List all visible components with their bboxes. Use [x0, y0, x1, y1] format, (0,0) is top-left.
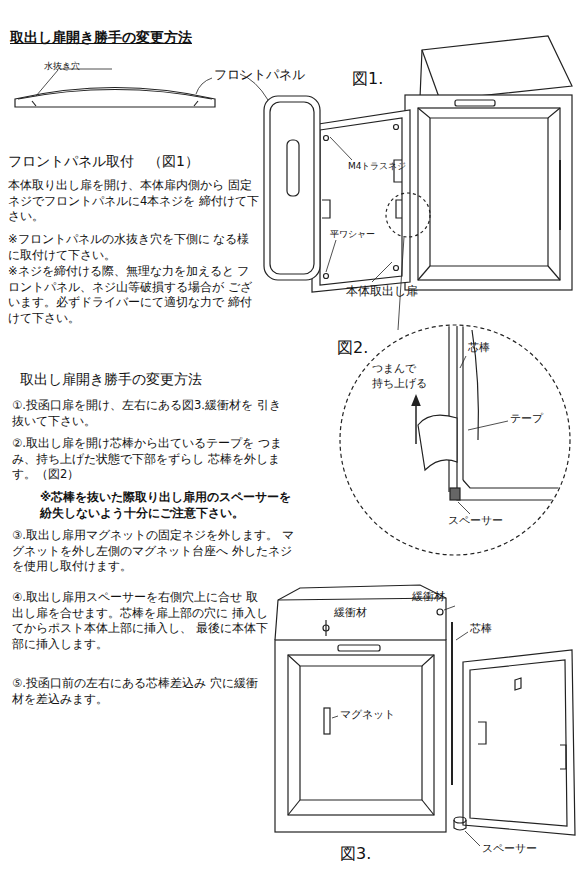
mailbox-figure-3 — [275, 585, 575, 846]
instruction-step: ⑤.投函口前の左右にある芯棒差込み 穴に緩衝材を差込みます。 — [12, 676, 268, 707]
callout-text: つまんで 持ち上げる — [372, 362, 430, 392]
figure-number: 図3. — [340, 843, 371, 865]
instruction-step: ①.投函口扉を開け、左右にある図3.緩衝材を 引き抜いて下さい。 — [12, 398, 284, 429]
part-label: M4トラスネジ — [348, 160, 407, 172]
figure-number: 図1. — [352, 68, 383, 90]
part-label: フロントパネル — [214, 66, 305, 84]
section-heading: 取出し扉開き勝手の変更方法 — [20, 370, 202, 389]
part-label: 芯棒 — [468, 341, 490, 356]
part-label: 緩衝材 — [334, 606, 367, 621]
instruction-step: ②.取出し扉を開け芯棒から出ているテープを つまみ、持ち上げた状態で下部をずらし… — [12, 436, 288, 483]
part-label: 本体取出し扉 — [346, 283, 418, 299]
part-label: 水抜き穴 — [44, 60, 80, 72]
section-heading: フロントパネル取付 （図1） — [8, 152, 199, 171]
page-title: 取出し扉開き勝手の変更方法 — [10, 28, 192, 47]
note-text: ※フロントパネルの水抜き穴を下側に なる様に取付けて下さい。 — [8, 232, 258, 263]
note-text: ※ネジを締付ける際、無理な力を加えると フロントパネル、ネジ山等破損する場合が … — [8, 264, 260, 326]
instruction-step: ③.取出し扉用マグネットの固定ネジを外します。 マグネットを外し左側のマグネット… — [12, 528, 302, 575]
part-label: 緩衝材 — [412, 590, 445, 605]
front-panel-side-view — [15, 69, 215, 107]
instruction-text: 本体取り出し扉を開け、本体扉内側から 固定ネジでフロントパネルに4本ネジを 締付… — [8, 178, 260, 225]
note-text: ※芯棒を抜いた際取り出し扉用のスペーサーを 紛失しないよう十分にご注意下さい。 — [40, 490, 302, 521]
part-label: 芯棒 — [470, 622, 492, 637]
figure-number: 図2. — [337, 337, 368, 359]
part-label: マグネット — [340, 708, 395, 723]
hinge-detail-figure-2 — [340, 320, 580, 555]
part-label: スペーサー — [448, 514, 503, 529]
part-label: 平ワシャー — [330, 228, 375, 240]
part-label: テープ — [510, 412, 543, 427]
instruction-step: ④.取出し扉用スペーサーを右側穴上に合せ 取出し扉を合せます。芯棒を扉上部の穴に… — [12, 590, 268, 652]
part-label: スペーサー — [482, 842, 537, 857]
